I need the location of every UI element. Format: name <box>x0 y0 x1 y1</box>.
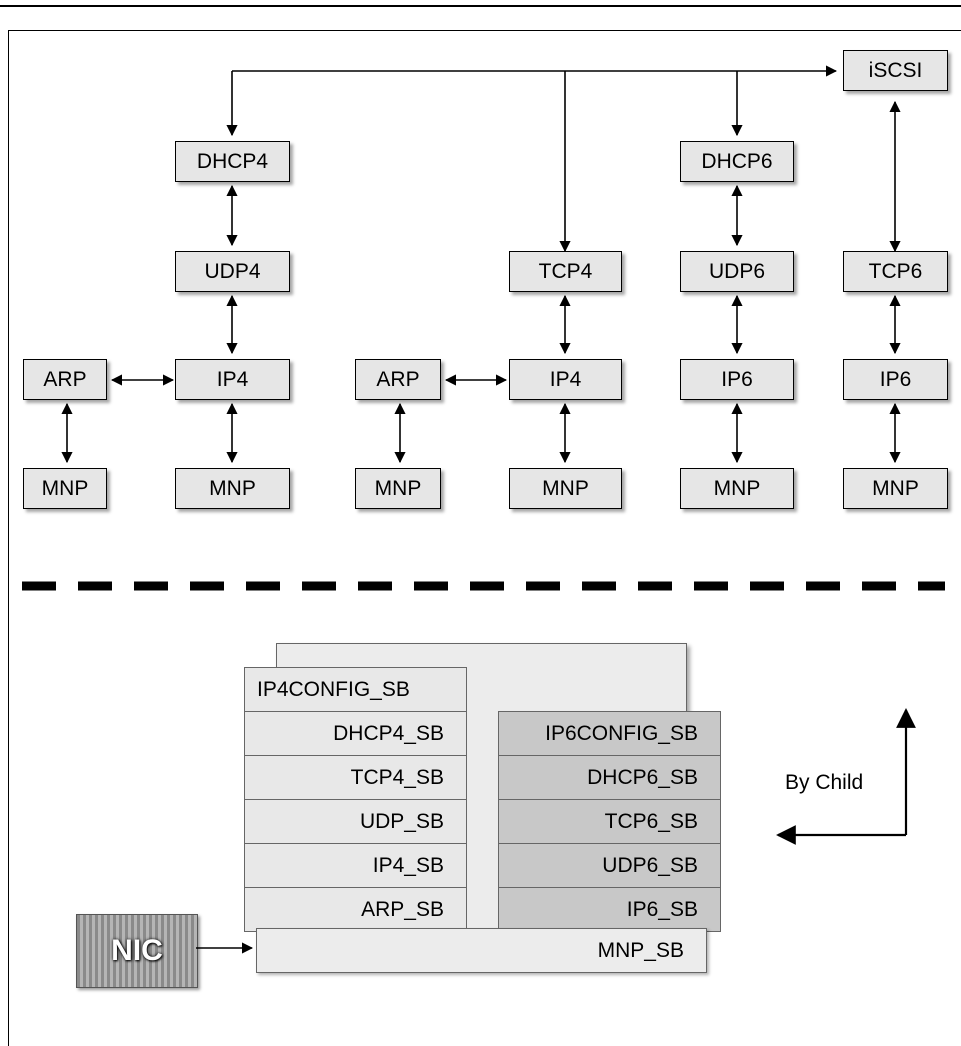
sb-label: ARP_SB <box>361 897 444 921</box>
by-child-label: By Child <box>785 771 864 794</box>
tcp4-label: TCP4 <box>538 259 593 283</box>
dhcp4-box: DHCP4 <box>175 141 290 182</box>
ip4-box: IP4 <box>175 359 290 400</box>
sb-label: UDP6_SB <box>602 853 698 877</box>
sb-label: IP4_SB <box>372 853 444 877</box>
dhcp4-sb-row: DHCP4_SB <box>244 711 467 756</box>
mnp-box: MNP <box>843 468 948 509</box>
ip6-box: IP6 <box>680 359 794 400</box>
ip6-label: IP6 <box>879 367 912 391</box>
ip6-sb-row: IP6_SB <box>498 887 721 932</box>
mnp-box: MNP <box>509 468 622 509</box>
udp6-box: UDP6 <box>680 251 794 292</box>
sb-label: DHCP6_SB <box>587 765 698 789</box>
tcp4-box: TCP4 <box>509 251 622 292</box>
tcp6-label: TCP6 <box>868 259 923 283</box>
mnp-label: MNP <box>209 476 256 500</box>
sb-label: TCP4_SB <box>350 765 444 789</box>
tcp6-box: TCP6 <box>843 251 948 292</box>
udp6-sb-row: UDP6_SB <box>498 843 721 888</box>
ip4config-sb-row: IP4CONFIG_SB <box>244 667 467 712</box>
tcp6-sb-row: TCP6_SB <box>498 799 721 844</box>
mnp-label: MNP <box>542 476 589 500</box>
sb-label: IP6_SB <box>626 897 698 921</box>
dhcp4-label: DHCP4 <box>196 149 269 173</box>
mnp-label: MNP <box>374 476 422 500</box>
ip6-box: IP6 <box>843 359 948 400</box>
mnp-box: MNP <box>175 468 290 509</box>
sb-label: IP6CONFIG_SB <box>545 721 698 745</box>
sb-label: UDP_SB <box>359 809 444 833</box>
dhcp6-sb-row: DHCP6_SB <box>498 755 721 800</box>
ip4-label: IP4 <box>216 367 249 391</box>
mnp-label: MNP <box>41 476 89 500</box>
figure-frame <box>8 30 961 1046</box>
ip6config-sb-row: IP6CONFIG_SB <box>498 711 721 756</box>
iscsi-label: iSCSI <box>868 58 923 82</box>
mnp-label: MNP <box>872 476 919 500</box>
ip4-box: IP4 <box>509 359 622 400</box>
arp-sb-row: ARP_SB <box>244 887 467 932</box>
mnp-box: MNP <box>355 468 441 509</box>
header-rule <box>0 5 961 7</box>
iscsi-box: iSCSI <box>843 50 948 91</box>
mnp-sb-label: MNP_SB <box>597 938 684 962</box>
arp-label: ARP <box>376 367 420 391</box>
arp-label: ARP <box>43 367 87 391</box>
sb-label: IP4CONFIG_SB <box>257 677 410 701</box>
ip4-label: IP4 <box>549 367 582 391</box>
ip6-label: IP6 <box>721 367 753 391</box>
tcp4-sb-row: TCP4_SB <box>244 755 467 800</box>
nic-card-image: NIC <box>76 914 198 988</box>
udp4-label: UDP4 <box>204 259 261 283</box>
sb-label: TCP6_SB <box>604 809 698 833</box>
mnp-box: MNP <box>23 468 107 509</box>
mnp-label: MNP <box>713 476 761 500</box>
nic-label: NIC <box>111 934 163 967</box>
mnp-box: MNP <box>680 468 794 509</box>
udp4-box: UDP4 <box>175 251 290 292</box>
sb-label: DHCP4_SB <box>333 721 444 745</box>
dhcp6-label: DHCP6 <box>701 149 773 173</box>
dhcp6-box: DHCP6 <box>680 141 794 182</box>
udp-sb-row: UDP_SB <box>244 799 467 844</box>
arp-box: ARP <box>355 359 441 400</box>
arp-box: ARP <box>23 359 107 400</box>
ip4-sb-row: IP4_SB <box>244 843 467 888</box>
udp6-label: UDP6 <box>708 259 766 283</box>
mnp-sb-row: MNP_SB <box>256 928 707 973</box>
